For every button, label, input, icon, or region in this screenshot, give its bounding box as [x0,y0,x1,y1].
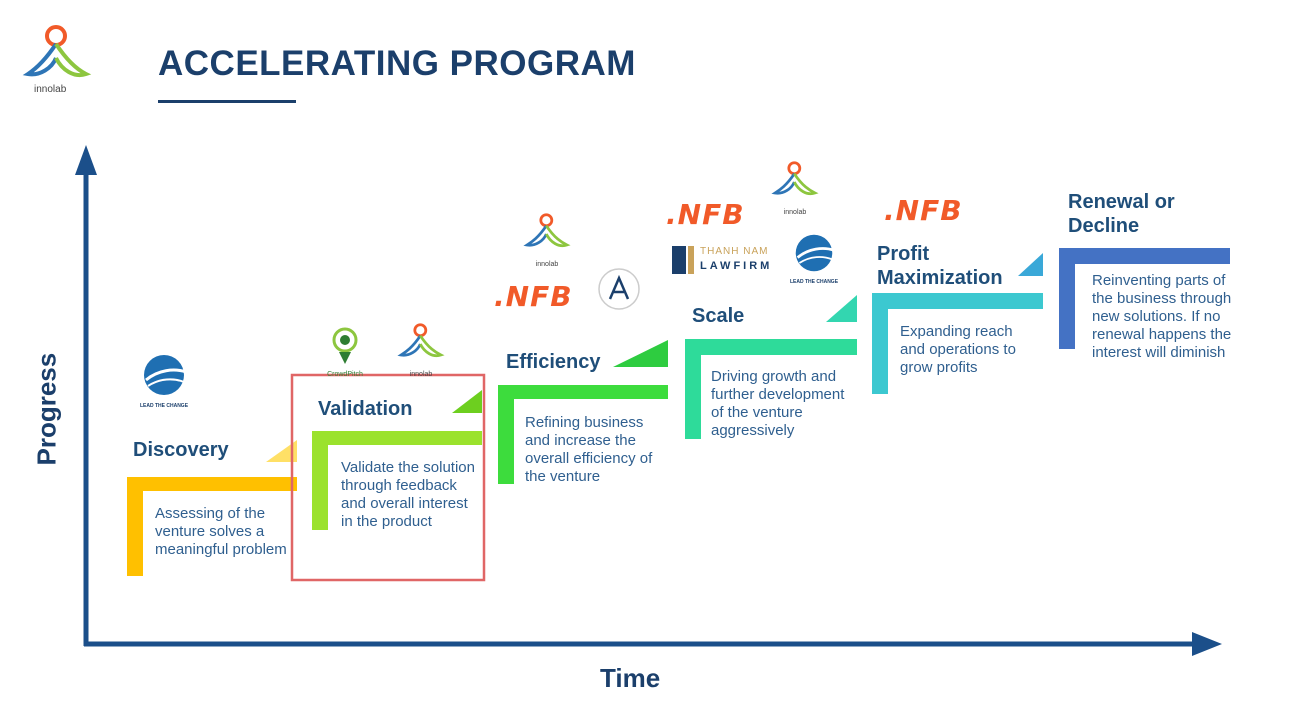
stage-discovery-title: Discovery [133,439,229,461]
stage-discovery-step [127,440,297,576]
thanhnam-icon-gold [688,246,694,274]
lead-the-change-text: LEAD THE CHANGE [139,403,189,409]
stage-efficiency-step [498,340,668,484]
stage-profit-title: Profit Maximization [877,243,1003,289]
innolab-validation-text: innolab [409,371,433,378]
crowdpitch-logo: CrowdPitch [320,326,370,382]
lead-the-change-scale-text: LEAD THE CHANGE [789,279,839,285]
nfb-efficiency-logo: .NFB [494,280,573,313]
thanhnam-icon [672,246,686,274]
crowdpitch-text: CrowdPitch [327,371,363,378]
innolab-validation-logo: innolab [396,322,446,380]
validation-highlight-box [290,373,486,582]
innolab-logo-text: innolab [34,84,67,95]
innolab-efficiency-logo: innolab [522,212,572,270]
stage-scale-title: Scale [692,305,745,327]
stage-profit-description: Expanding reach and operations to grow p… [900,323,1016,376]
angel-network-icon [598,268,640,310]
globe-icon [144,355,187,395]
nfb-scale-logo: .NFB [666,198,745,231]
stage-renewal-step [1059,248,1230,349]
stage-validation-step [312,390,482,530]
lead-the-change-logo: LEAD THE CHANGE [134,352,194,414]
title-underline [158,100,296,103]
page-title: ACCELERATING PROGRAM [158,44,636,83]
crowdpitch-icon [332,327,358,364]
stage-efficiency-description: Refining business and increase the overa… [525,414,653,485]
innolab-icon [771,161,819,196]
x-axis-arrow [1192,632,1222,656]
globe-icon [795,234,835,272]
stage-discovery-description: Assessing of the venture solves a meanin… [155,505,287,558]
thanhnam-text-2: LAWFIRM [700,260,773,272]
stage-profit-step [872,253,1043,394]
thanhnam-lawfirm-logo: THANH NAM LAWFIRM [672,246,782,276]
angel-network-logo [596,266,646,318]
nfb-profit-logo: .NFB [884,194,963,227]
stage-efficiency-title: Efficiency [506,351,601,373]
x-axis-label: Time [600,663,661,693]
innolab-scale-logo: innolab [770,160,820,218]
innolab-logo: innolab [22,22,92,102]
stage-scale-description: Driving growth and further development o… [711,368,845,439]
thanhnam-text-1: THANH NAM [700,246,769,257]
stage-validation-title: Validation [318,398,413,420]
stage-renewal-title: Renewal or Decline [1068,191,1175,237]
innolab-scale-text: innolab [783,209,807,216]
stage-scale-step [685,295,857,439]
stage-renewal-description: Reinventing parts of the business throug… [1092,272,1232,361]
innolab-efficiency-text: innolab [535,261,559,268]
lead-the-change-scale-logo: LEAD THE CHANGE [786,232,842,285]
innolab-icon [397,323,445,358]
stage-validation-description: Validate the solution through feedback a… [341,459,475,530]
innolab-logo-icon [22,25,92,77]
innolab-icon [523,213,571,248]
y-axis-arrow [75,145,97,175]
